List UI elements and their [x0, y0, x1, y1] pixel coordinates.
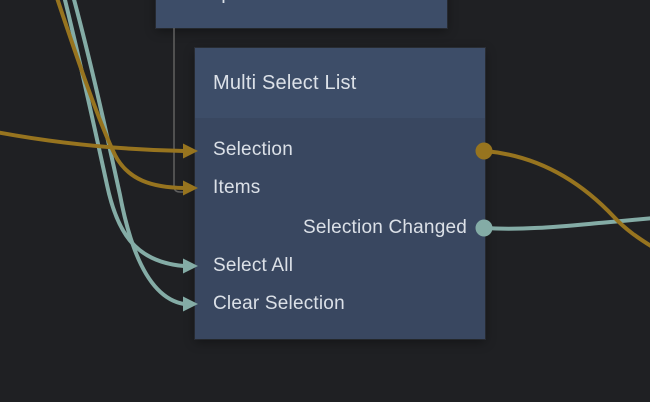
- port-selection-changed-output-pin-icon[interactable]: [475, 219, 493, 237]
- node-group-title: Group: [176, 0, 233, 5]
- node-multi-select-list[interactable]: Multi Select List Selection Items Select…: [194, 47, 486, 340]
- port-label-items[interactable]: Items: [213, 177, 261, 198]
- port-label-selection-changed[interactable]: Selection Changed: [303, 217, 467, 238]
- wire-items-in[interactable]: [55, 0, 186, 190]
- port-select-all-input-arrow-icon[interactable]: [183, 258, 198, 274]
- node-group[interactable]: Group: [155, 0, 448, 29]
- port-label-clear-selection[interactable]: Clear Selection: [213, 293, 345, 314]
- node-msl-title: Multi Select List: [213, 71, 357, 94]
- wire-clear-selection[interactable]: [72, 0, 186, 306]
- port-clear-selection-input-arrow-icon[interactable]: [183, 296, 198, 312]
- port-items-input-arrow-icon[interactable]: [183, 180, 198, 196]
- port-selection-output-pin-icon[interactable]: [475, 142, 493, 160]
- node-msl-header[interactable]: Multi Select List: [195, 48, 485, 118]
- port-label-select-all[interactable]: Select All: [213, 255, 294, 276]
- wire-select-all[interactable]: [62, 0, 186, 268]
- port-selection-input-arrow-icon[interactable]: [183, 143, 198, 159]
- wire-selection-changed-out[interactable]: [482, 216, 650, 231]
- port-label-selection[interactable]: Selection: [213, 139, 293, 160]
- wire-selection-out[interactable]: [483, 149, 650, 248]
- wire-selection-in[interactable]: [0, 130, 186, 153]
- node-group-header[interactable]: Group: [156, 0, 447, 28]
